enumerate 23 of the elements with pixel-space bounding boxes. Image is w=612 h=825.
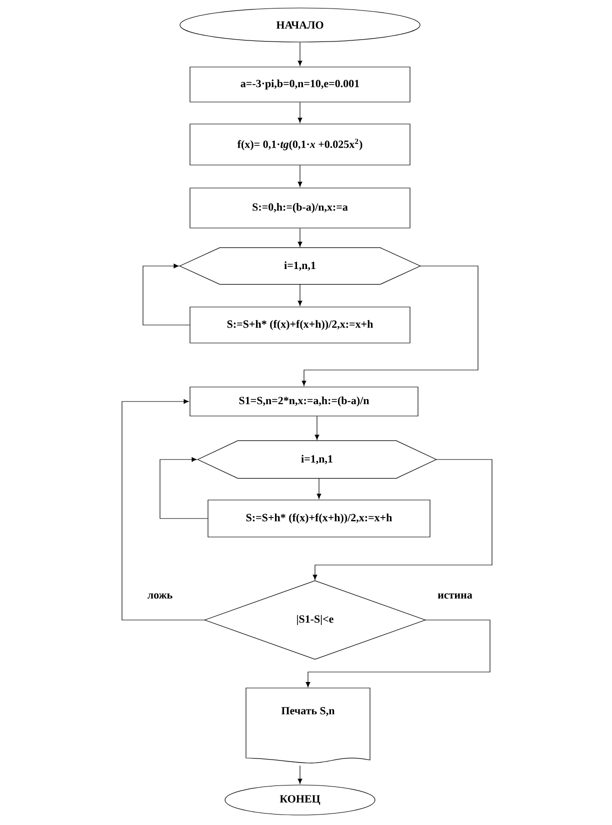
arrow xyxy=(314,416,320,440)
process-box: S:=S+h* (f(x)+f(x+h))/2,x:=x+h xyxy=(208,500,430,538)
arrow xyxy=(302,266,478,386)
arrow xyxy=(298,102,302,123)
process-box: S:=0,h:=(b-a)/n,x:=a xyxy=(190,188,410,228)
process-box: a=-3·pi,b=0,n=10,e=0.001 xyxy=(190,66,410,102)
edge-label: истина xyxy=(436,592,474,600)
process-box: S1=S,n=2*n,x:=a,h:=(b-a)/n xyxy=(190,386,418,416)
arrow xyxy=(298,765,302,784)
arrow xyxy=(142,264,190,326)
arrow xyxy=(316,478,322,499)
edge-label: ложь xyxy=(146,592,174,600)
arrow xyxy=(312,459,492,580)
arrow xyxy=(298,42,302,66)
arrow xyxy=(298,228,302,247)
arrow xyxy=(298,284,302,306)
loop-hexagon: i=1,n,1 xyxy=(197,440,437,479)
arrow xyxy=(306,620,490,688)
arrow xyxy=(160,457,208,519)
process-box: f(x)= 0,1·tg(0,1·x +0.025x$^{2}$) xyxy=(190,124,410,166)
arrow xyxy=(298,165,302,187)
arrow xyxy=(122,399,205,620)
process-box: S:=S+h* (f(x)+f(x+h))/2,x:=x+h xyxy=(190,306,410,344)
